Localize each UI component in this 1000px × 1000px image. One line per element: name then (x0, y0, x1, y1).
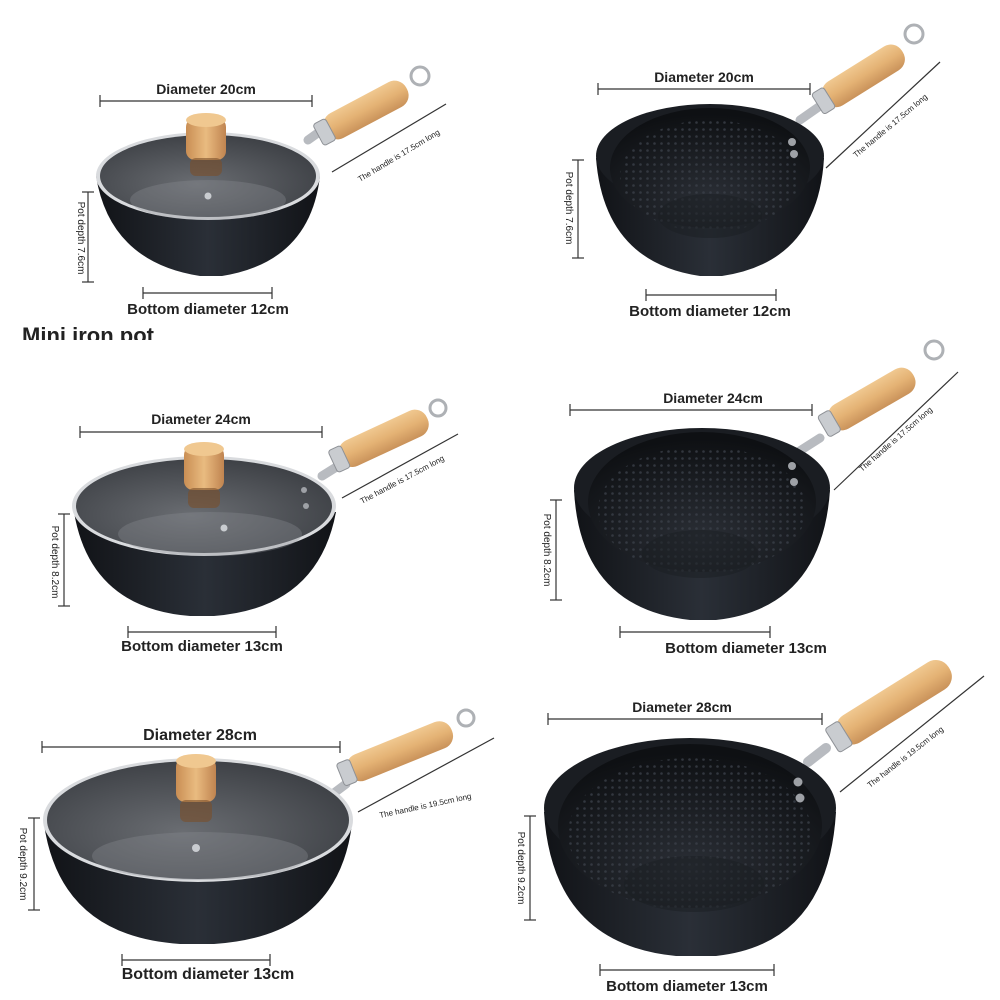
depth-label: Pot depth 7.6cm (75, 202, 86, 275)
depth-label: Pot depth 8.2cm (49, 526, 60, 599)
pot-28cm-without-lid (544, 659, 952, 956)
depth-label: Pot depth 9.2cm (515, 832, 526, 905)
handle-length-label: The handle is 17.5cm long (852, 92, 930, 159)
pot-24cm-without-lid (574, 339, 945, 620)
bottom-diameter-label: Bottom diameter 13cm (121, 638, 283, 655)
bottom-diameter-label: Bottom diameter 12cm (127, 301, 289, 318)
diameter-label: Diameter 20cm (156, 81, 256, 97)
pot-24cm-with-lid (72, 398, 448, 616)
bottom-diameter-label: Bottom diameter 13cm (665, 640, 827, 657)
depth-label: Pot depth 8.2cm (541, 514, 552, 587)
diameter-label: Diameter 28cm (143, 727, 257, 744)
pot-28cm-with-lid (43, 708, 476, 944)
handle-length-label: The handle is 19.5cm long (866, 725, 945, 790)
handle-length-label: The handle is 19.5cm long (379, 792, 473, 820)
depth-label: Pot depth 7.6cm (563, 172, 574, 245)
depth-label: Pot depth 9.2cm (17, 828, 28, 901)
bottom-diameter-label: Bottom diameter 13cm (122, 966, 295, 983)
bottom-diameter-label: Bottom diameter 13cm (606, 978, 768, 995)
bottom-diameter-label: Bottom diameter 12cm (629, 303, 791, 320)
pot-20cm-with-lid (96, 65, 431, 276)
section-heading: Mini iron pot (22, 323, 155, 348)
handle-length-label: The handle is 17.5cm long (359, 454, 446, 506)
pot-20cm-without-lid (596, 23, 925, 276)
diameter-label: Diameter 24cm (663, 390, 763, 406)
diameter-label: Diameter 20cm (654, 69, 754, 85)
diameter-label: Diameter 28cm (632, 699, 732, 715)
handle-length-label: The handle is 17.5cm long (356, 128, 441, 184)
diameter-label: Diameter 24cm (151, 411, 251, 427)
